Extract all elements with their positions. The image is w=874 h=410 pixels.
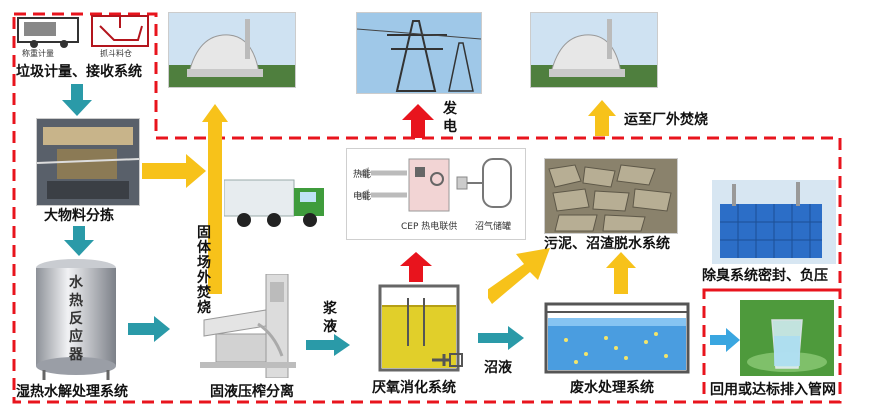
reuse-label: 回用或达标排入管网: [710, 382, 836, 398]
yellow-arrow-up-sludge: [588, 100, 616, 136]
sludge-photo: [544, 158, 678, 234]
teal-arrow-right-slurry: [306, 334, 350, 356]
chp-heat-label: 热能: [353, 170, 372, 180]
sludge-label: 污泥、沼渣脱水系统: [544, 236, 670, 252]
power-plant-photo-2: [530, 12, 658, 88]
yellow-arrow-diagonal: [488, 248, 550, 304]
anaerobic-label: 厌氧消化系统: [372, 380, 456, 396]
weigh-receive-icon: 称重计量 抓斗料仓: [14, 12, 156, 60]
power-plant-photo-1: [168, 12, 296, 88]
deodor-label: 除臭系统密封、负压: [702, 268, 828, 284]
reactor-char-2: 热: [69, 293, 83, 309]
weigh-scale-caption: 称重计量: [22, 49, 54, 58]
wastewater-label: 废水处理系统: [570, 380, 654, 396]
press-label: 固液压榨分离: [210, 384, 294, 400]
press-machine: [196, 274, 300, 378]
gas-tank-label: 沼气储罐: [475, 222, 512, 232]
sorting-label: 大物料分拣: [44, 208, 114, 224]
yellow-arrow-up-wastewater: [606, 252, 636, 294]
garbage-truck-photo: [224, 174, 330, 230]
solid-incineration-label: 固 体 场 外 焚 烧: [197, 225, 211, 316]
yellow-arrow-right-sorting: [142, 154, 206, 188]
teal-arrow-down-1: [62, 84, 92, 116]
teal-arrow-right-2: [478, 326, 524, 350]
biogas-slurry-label: 沼液: [484, 360, 512, 376]
hydrothermal-label: 湿热水解处理系统: [16, 384, 128, 400]
wastewater-tank: [542, 300, 692, 376]
reactor-char-3: 反: [69, 311, 83, 327]
anaerobic-digester: [378, 284, 464, 374]
reactor-char-5: 器: [69, 347, 83, 363]
reactor-char-4: 应: [69, 329, 83, 345]
chp-diagram: 热能 电能 CEP 热电联供 沼气储罐: [346, 148, 526, 240]
yellow-arrow-up-solid: [202, 104, 228, 294]
transport-label: 运至厂外焚烧: [624, 112, 708, 128]
chp-power-label: 电能: [353, 192, 372, 202]
teal-arrow-right-1: [128, 316, 170, 342]
red-arrow-up-power: [402, 104, 434, 138]
teal-arrow-down-2: [64, 226, 94, 256]
power-tower-photo: [356, 12, 482, 94]
reactor-char-1: 水: [69, 275, 83, 291]
slurry-label: 浆 液: [323, 301, 337, 335]
cyan-arrow-right: [710, 328, 740, 352]
hydrothermal-reactor: 水 热 反 应 器: [34, 258, 118, 380]
clean-water-photo: [740, 300, 834, 376]
chp-unit-label: CEP 热电联供: [401, 222, 458, 232]
red-arrow-up-biogas: [400, 252, 432, 282]
garbage-weigh-label: 垃圾计量、接收系统: [16, 64, 142, 80]
sorting-machine-photo: [36, 118, 140, 206]
power-gen-label: 发 电: [443, 101, 457, 135]
deodor-tanks-photo: [712, 180, 836, 264]
grab-bin-caption: 抓斗料仓: [100, 49, 132, 58]
